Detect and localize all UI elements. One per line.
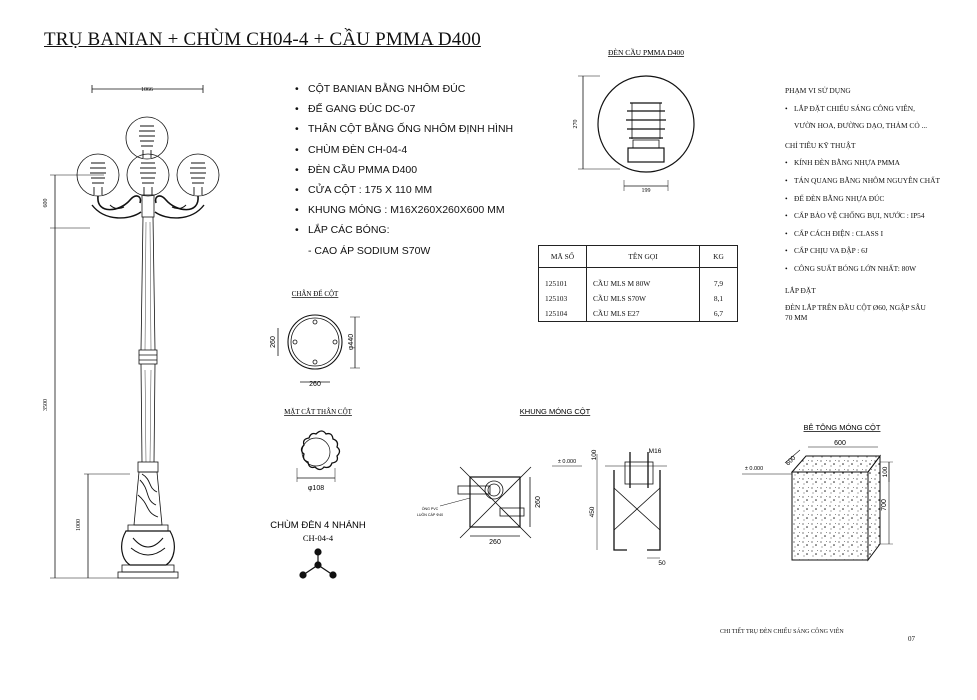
- frame-dim-top: 100: [591, 449, 598, 460]
- table-header-name: TÊN GỌI: [586, 245, 700, 268]
- install-title: LẮP ĐẶT: [785, 285, 816, 295]
- pole-base-height: 1000: [76, 519, 82, 531]
- install-line-1: ĐÈN LẮP TRÊN ĐẦU CỘT Ø60, NGẬP SÂU: [785, 303, 926, 313]
- spec-item: KHUNG MÓNG : M16X260X260X600 MM: [295, 200, 513, 220]
- tech-item: CÔNG SUẤT BÓNG LỚN NHẤT: 80W: [785, 260, 970, 278]
- pole-shaft-height: 3500: [43, 399, 49, 411]
- concrete-foundation: [742, 446, 893, 562]
- concrete-height: 700: [881, 499, 888, 511]
- base-detail: [277, 314, 360, 383]
- spec-item: LẮP CÁC BÓNG:: [295, 220, 513, 240]
- spec-item: THÂN CỘT BẰNG ỐNG NHÔM ĐỊNH HÌNH: [295, 119, 513, 139]
- table-header-kg: KG: [699, 245, 738, 268]
- spec-item: CỘT BANIAN BẰNG NHÔM ĐÚC: [295, 79, 513, 99]
- cluster-plan: [299, 548, 337, 579]
- cluster-title: CHÙM ĐÈN 4 NHÁNH: [270, 520, 366, 531]
- frame-pvc-note-2: LUỒN CÁP Φ40: [417, 512, 443, 517]
- globe-detail: [578, 75, 695, 191]
- table-cell: 125103: [545, 294, 568, 303]
- tech-item: ĐẾ ĐÈN BẰNG NHỰA ĐÚC: [785, 190, 970, 208]
- frame-level: ± 0.000: [558, 459, 576, 465]
- base-diameter-dim: φ440: [348, 334, 355, 350]
- pole-section: [296, 430, 341, 482]
- table-col-code: 125101 125103 125104: [538, 267, 587, 322]
- foundation-frame-plan: [439, 466, 532, 539]
- right-info-panel: PHẠM VI SỬ DỤNG LẮP ĐẶT CHIẾU SÁNG CÔNG …: [785, 82, 970, 323]
- base-side-dim: 260: [270, 336, 277, 348]
- spec-item: ĐÈN CẦU PMMA D400: [295, 160, 513, 180]
- frame-dim-foot: 50: [658, 560, 666, 567]
- table-cell: 7,9: [713, 279, 724, 288]
- spec-list: CỘT BANIAN BẰNG NHÔM ĐÚCĐẾ GANG ĐÚC DC-0…: [295, 79, 513, 261]
- scope-title: PHẠM VI SỬ DỤNG: [785, 86, 851, 95]
- spec-item: CỬA CỘT : 175 X 110 MM: [295, 180, 513, 200]
- spec-item: - CAO ÁP SODIUM S70W: [308, 244, 431, 257]
- pole-top-width: 1066: [141, 87, 153, 93]
- page-title: TRỤ BANIAN + CHÙM CH04-4 + CẦU PMMA D400: [44, 29, 481, 50]
- frame-title: KHUNG MÓNG CỘT: [520, 407, 591, 416]
- table-cell: 8,1: [713, 294, 724, 303]
- frame-dim-height: 450: [589, 506, 596, 517]
- section-title: MẶT CẮT THÂN CỘT: [284, 408, 353, 416]
- tech-item: CẤP CÁCH ĐIỆN : CLASS I: [785, 225, 970, 243]
- tech-item: CẤP BẢO VỆ CHỐNG BỤI, NƯỚC : IP54: [785, 207, 970, 225]
- spec-item: CHÙM ĐÈN CH-04-4: [295, 140, 513, 160]
- footer-caption: CHI TIẾT TRỤ ĐÈN CHIẾU SÁNG CÔNG VIÊN: [720, 629, 844, 635]
- tech-item: KÍNH ĐÈN BẰNG NHỰA PMMA: [785, 154, 970, 172]
- tech-item: TÁN QUANG BẰNG NHÔM NGUYÊN CHẤT: [785, 172, 970, 190]
- concrete-title: BÊ TÔNG MÓNG CỘT: [804, 423, 881, 432]
- pole-head-height: 600: [43, 199, 49, 208]
- concrete-depth: 600: [785, 454, 798, 467]
- section-diameter: φ108: [308, 485, 324, 492]
- scope-line-2: VƯỜN HOA, ĐƯỜNG DẠO, THẢM CỎ ...: [794, 121, 928, 131]
- globe-title: ĐÈN CẦU PMMA D400: [608, 47, 684, 57]
- table-cell: CẦU MLS S70W: [593, 294, 646, 303]
- frame-dim-side: 260: [535, 496, 542, 508]
- concrete-level: ± 0.000: [745, 466, 763, 472]
- globe-width: 199: [642, 188, 651, 194]
- table-cell: CẦU MLS E27: [593, 309, 640, 318]
- table-cell: 125104: [545, 309, 568, 318]
- base-detail-title: CHÂN ĐẾ CỘT: [292, 290, 339, 298]
- tech-item: CẤP CHỊU VA ĐẬP : 6J: [785, 242, 970, 260]
- tech-title: CHỈ TIÊU KỸ THUẬT: [785, 140, 856, 150]
- foundation-frame-elevation: [596, 452, 667, 559]
- cluster-code: CH-04-4: [303, 533, 334, 543]
- table-col-name: CẦU MLS M 80W CẦU MLS S70W CẦU MLS E27: [586, 267, 700, 322]
- table-cell: 125101: [545, 279, 568, 288]
- pole-elevation: [50, 85, 220, 579]
- concrete-width: 600: [834, 440, 846, 447]
- table-cell: CẦU MLS M 80W: [593, 279, 651, 288]
- product-table: MÃ SỐ TÊN GỌI KG 125101 125103 125104 CẦ…: [538, 245, 738, 322]
- table-cell: 6,7: [713, 309, 724, 318]
- concrete-top: 100: [882, 466, 889, 477]
- scope-line-1: LẮP ĐẶT CHIẾU SÁNG CÔNG VIÊN,: [785, 100, 970, 118]
- base-bottom-dim: 260: [309, 381, 321, 388]
- table-col-kg: 7,9 8,1 6,7: [699, 267, 738, 322]
- globe-height: 270: [573, 120, 579, 129]
- frame-dim-bottom: 260: [489, 539, 501, 546]
- frame-pvc-note-1: ỐNG PVC: [422, 506, 439, 511]
- page-number: 07: [908, 635, 915, 643]
- spec-item: ĐẾ GANG ĐÚC DC-07: [295, 99, 513, 119]
- install-line-2: 70 MM: [785, 313, 808, 323]
- table-header-code: MÃ SỐ: [538, 245, 587, 268]
- frame-bolt: M16: [649, 448, 662, 455]
